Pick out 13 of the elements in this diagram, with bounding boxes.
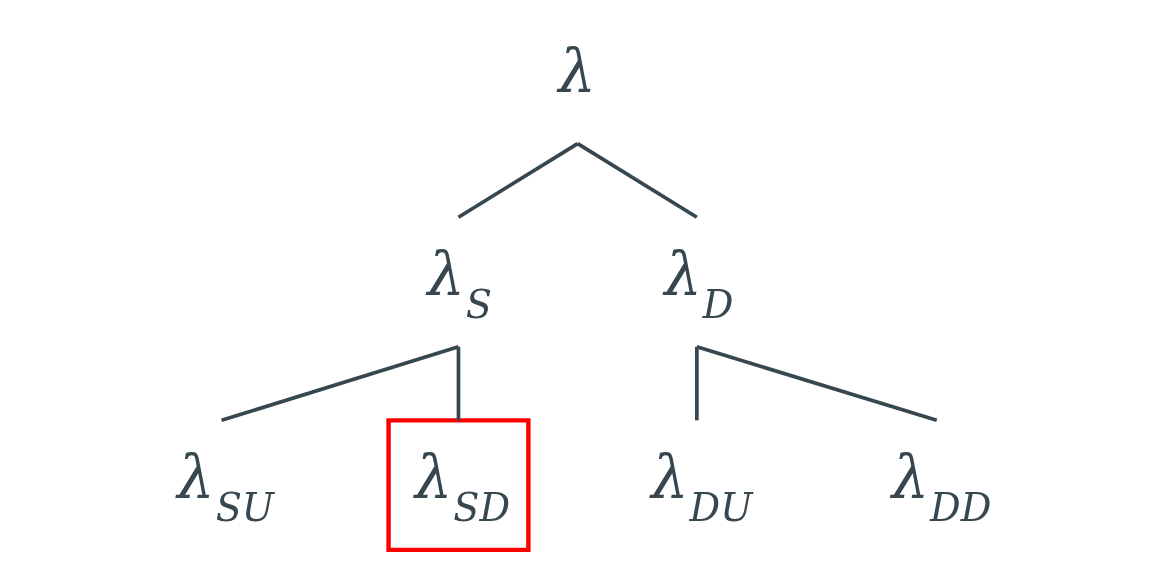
node-text: λ$_{DU}$ bbox=[650, 443, 752, 530]
connector bbox=[456, 346, 460, 421]
node-text: λ$_{D}$ bbox=[663, 240, 733, 327]
node-text: λ bbox=[558, 37, 596, 107]
connector bbox=[220, 345, 459, 423]
connector bbox=[576, 142, 698, 219]
node-text: λ$_{DD}$ bbox=[891, 443, 991, 530]
connector bbox=[694, 346, 699, 421]
node-text: λ$_{S}$ bbox=[427, 240, 492, 327]
node-box: λ$_{SD}$ bbox=[385, 418, 531, 553]
node-text: λ$_{SU}$ bbox=[176, 443, 274, 530]
connector bbox=[457, 142, 579, 219]
connector bbox=[695, 345, 937, 423]
